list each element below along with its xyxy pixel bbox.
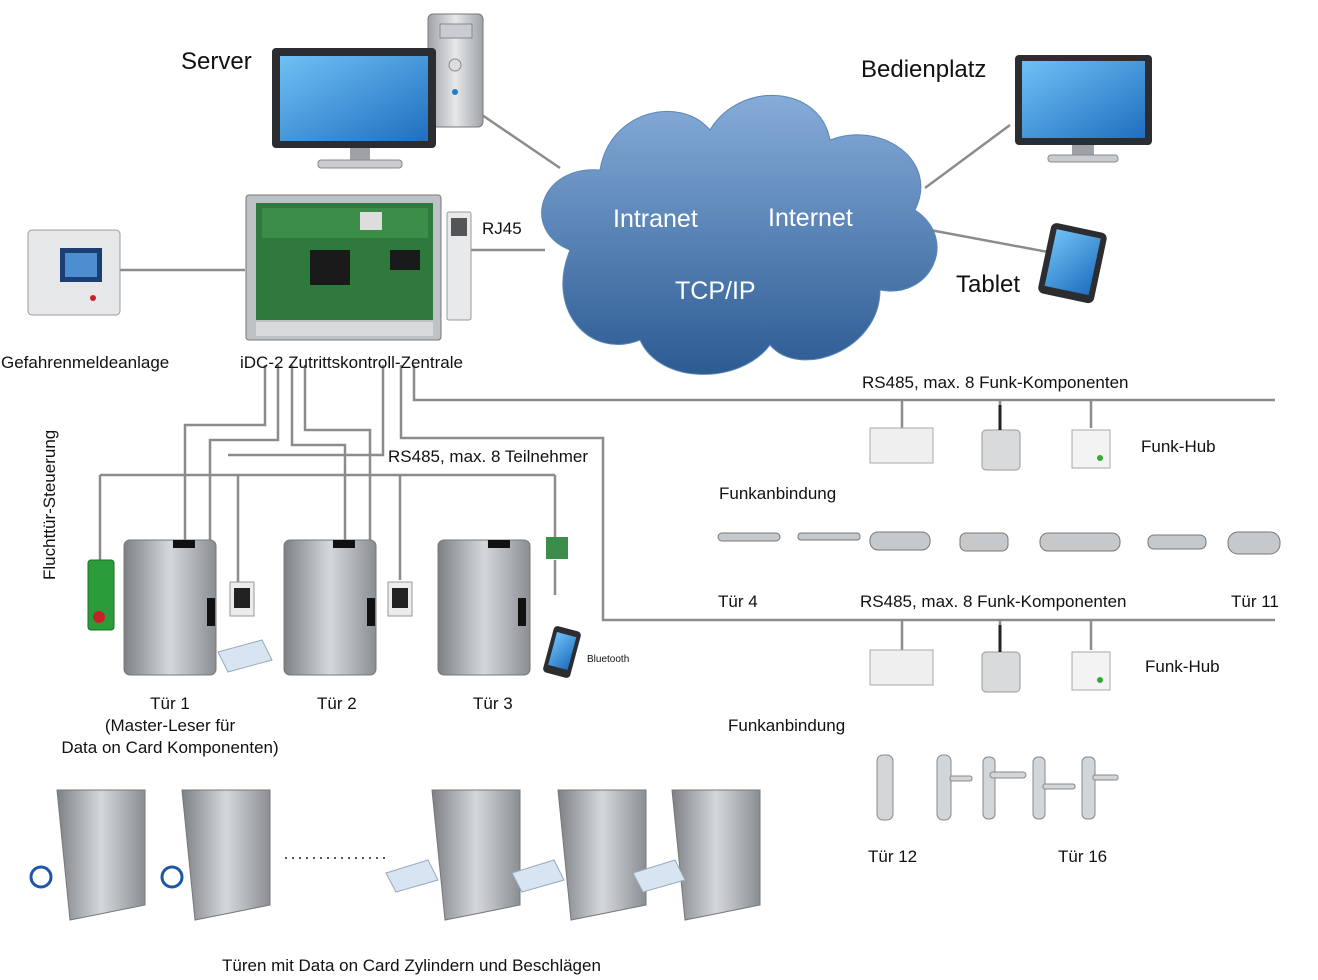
radio-link-2-label: Funkanbindung [728, 716, 846, 735]
escape-control-label: Fluchttür-Steuerung [40, 429, 59, 580]
rj45-label: RJ45 [482, 219, 522, 238]
radio-bus-2-label: RS485, max. 8 Funk-Komponenten [860, 592, 1127, 611]
door-2-label: Tür 2 [317, 694, 357, 713]
cloud-internet-label: Internet [768, 204, 853, 232]
radio-hubs-1 [869, 405, 1111, 471]
radio-hub-2-label: Funk-Hub [1145, 657, 1220, 676]
data-on-card-doors [29, 789, 761, 921]
radio-hub-1-label: Funk-Hub [1141, 437, 1216, 456]
server-illustration [272, 13, 484, 169]
door-1-note-line2: Data on Card Komponenten) [61, 738, 279, 757]
radio-hubs-2 [869, 625, 1111, 693]
door-1-label: Tür 1 [150, 694, 190, 713]
door-1-note-line1: (Master-Leser für [104, 716, 236, 735]
cloud-tcpip-label: TCP/IP [675, 277, 756, 305]
server-label: Server [181, 48, 252, 75]
door-12-label: Tür 12 [868, 847, 918, 866]
tablet-label: Tablet [956, 271, 1021, 298]
operator-station-label: Bedienplatz [861, 56, 987, 83]
data-on-card-caption: Türen mit Data on Card Zylindern und Bes… [222, 956, 601, 975]
wired-bus-label: RS485, max. 8 Teilnehmer [388, 447, 589, 466]
wired-doors [87, 537, 581, 678]
cloud-intranet-label: Intranet [613, 205, 698, 233]
door-locks-1 [717, 531, 1281, 555]
tablet-illustration [1038, 223, 1107, 304]
controller-label: iDC-2 Zutrittskontroll-Zentrale [240, 353, 463, 372]
door-3-label: Tür 3 [473, 694, 513, 713]
door-16-label: Tür 16 [1058, 847, 1108, 866]
network-cloud [541, 95, 938, 375]
door-11-label: Tür 11 [1231, 592, 1279, 611]
bluetooth-label: Bluetooth [587, 654, 630, 665]
radio-link-1-label: Funkanbindung [719, 484, 837, 503]
door-fittings-2 [876, 754, 1119, 821]
door-4-label: Tür 4 [718, 592, 758, 611]
controller-illustration [245, 194, 472, 341]
alarm-system-label: Gefahrenmeldeanlage [1, 353, 170, 372]
alarm-panel-illustration [27, 229, 121, 316]
operator-monitor-illustration [1015, 55, 1152, 163]
radio-bus-1-label: RS485, max. 8 Funk-Komponenten [862, 373, 1129, 392]
